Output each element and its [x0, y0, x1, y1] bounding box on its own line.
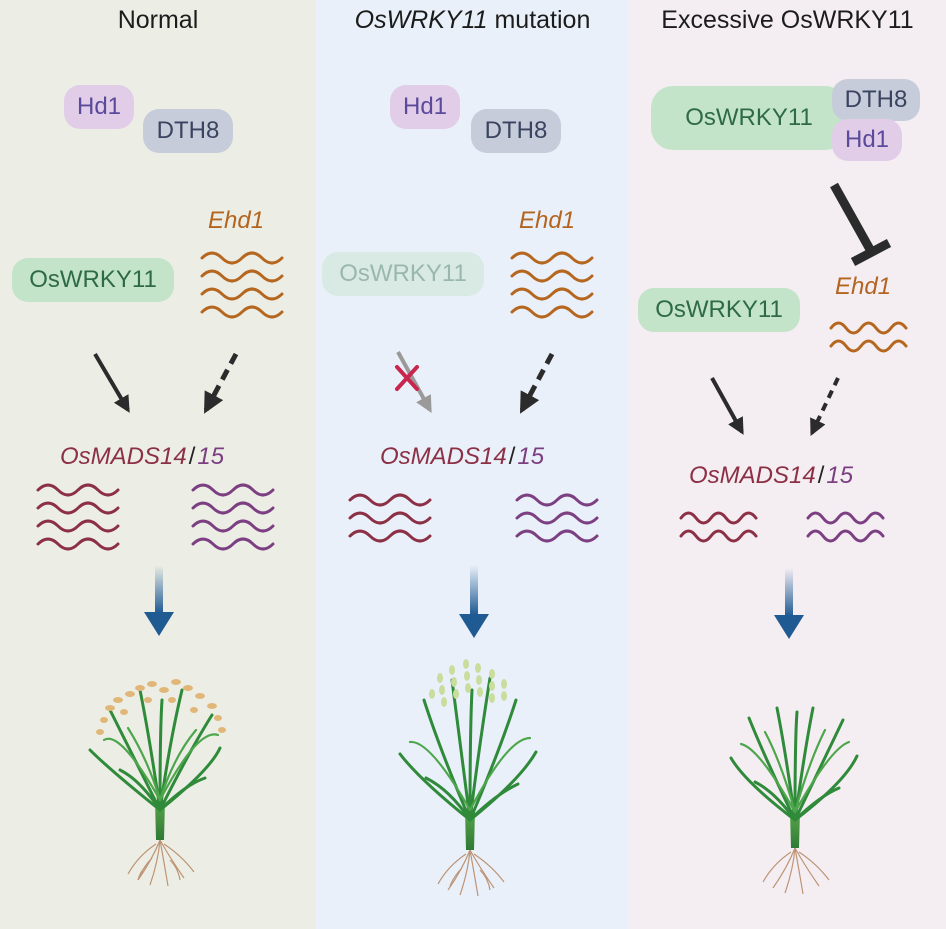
hd1-protein: Hd1	[390, 85, 460, 129]
flowering-arrow	[459, 565, 489, 638]
osmads15-transcripts	[515, 493, 599, 543]
panel-normal: Normal Hd1 DTH8 Ehd1 OsWRKY11 OsMADS14/1…	[0, 0, 316, 929]
ehd1-label: Ehd1	[835, 273, 892, 300]
osmads-label: OsMADS14/15	[689, 462, 853, 490]
slash-separator: /	[188, 443, 196, 470]
osmads14-label: OsMADS14	[380, 443, 507, 470]
faded-activation-arrow	[396, 351, 432, 413]
osmads14-transcripts	[36, 483, 120, 551]
osmads-label: OsMADS14/15	[380, 443, 544, 471]
panel-mutation: OsWRKY11 mutation Hd1 DTH8 Ehd1 OsWRKY11…	[316, 0, 629, 929]
ehd1-transcripts	[829, 321, 908, 353]
ehd1-transcripts	[200, 251, 284, 319]
dashed-activation-arrow	[519, 352, 555, 414]
rice-plant-icon	[88, 679, 226, 887]
ehd1-label: Ehd1	[519, 207, 576, 234]
panel-title-excess: Excessive OsWRKY11	[661, 6, 914, 34]
osmads14-transcripts	[679, 511, 758, 543]
rice-plant-icon	[398, 659, 538, 897]
slash-separator: /	[817, 462, 825, 489]
panel-title-suffix: mutation	[487, 6, 591, 34]
oswrky11-protein-faded: OsWRKY11	[322, 252, 484, 296]
oswrky11-complex-protein: OsWRKY11	[651, 86, 847, 150]
oswrky11-protein: OsWRKY11	[12, 258, 174, 302]
osmads-label: OsMADS14/15	[60, 443, 224, 471]
cross-x-icon	[395, 365, 419, 391]
ehd1-transcripts	[510, 251, 594, 319]
osmads15-transcripts	[806, 511, 885, 543]
osmads15-label: 15	[197, 443, 225, 470]
oswrky11-protein: OsWRKY11	[638, 288, 800, 332]
osmads15-transcripts	[191, 483, 275, 551]
flowering-arrow	[774, 568, 804, 639]
panel-title-normal: Normal	[117, 6, 199, 34]
dth8-protein: DTH8	[143, 109, 233, 153]
t-bar-inhibition-icon	[830, 182, 892, 266]
slash-separator: /	[508, 443, 516, 470]
dth8-protein: DTH8	[471, 109, 561, 153]
ehd1-label: Ehd1	[208, 207, 265, 234]
dashed-activation-arrow	[810, 377, 840, 437]
osmads15-label: 15	[826, 462, 854, 489]
hd1-protein: Hd1	[832, 119, 902, 161]
osmads15-label: 15	[517, 443, 545, 470]
osmads14-label: OsMADS14	[60, 443, 187, 470]
panel-title-gene: OsWRKY11	[354, 6, 488, 34]
panel-title-mutation: OsWRKY11 mutation	[316, 6, 629, 35]
osmads14-label: OsMADS14	[689, 462, 816, 489]
hd1-protein: Hd1	[64, 85, 134, 129]
dth8-protein: DTH8	[832, 79, 920, 121]
osmads14-transcripts	[348, 493, 432, 543]
activation-arrow	[93, 352, 130, 413]
dashed-activation-arrow	[203, 352, 239, 414]
flowering-arrow	[144, 565, 174, 636]
activation-arrow	[710, 377, 744, 435]
rice-plant-icon	[729, 706, 859, 895]
